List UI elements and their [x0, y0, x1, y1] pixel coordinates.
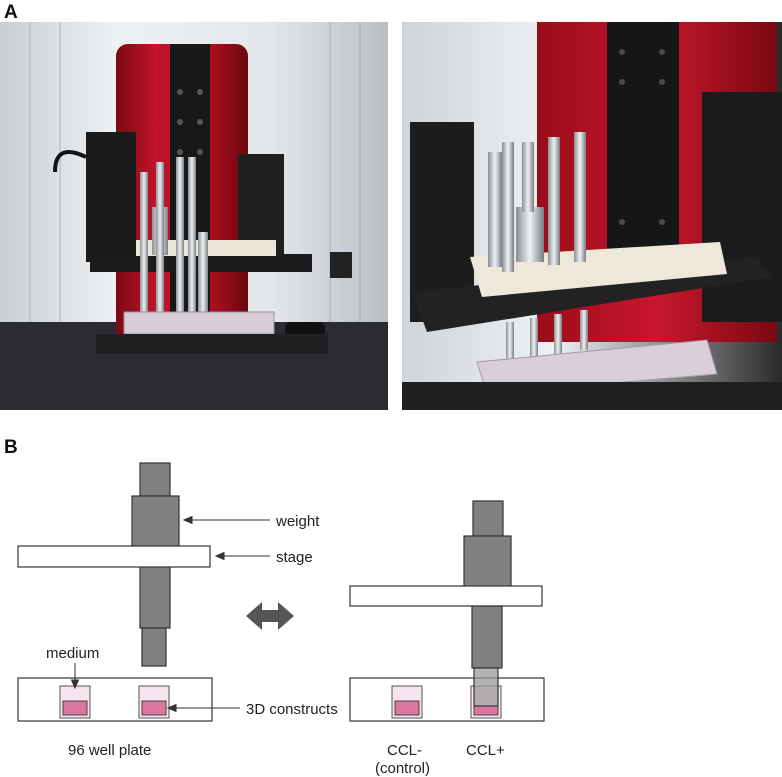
ccl-plus-label: CCL+: [466, 742, 505, 759]
piston-tip: [141, 627, 167, 667]
weight-label: weight: [275, 513, 320, 530]
stage-left: [17, 545, 211, 568]
stage-label: stage: [276, 549, 313, 566]
medium-label: medium: [46, 645, 99, 662]
piston-shaft: [139, 565, 171, 629]
well-plate-right: [349, 677, 545, 722]
control-label: (control): [375, 760, 430, 777]
piston-tip-right: [473, 667, 499, 707]
weight-block: [131, 495, 180, 551]
well-plate-left: [17, 677, 213, 722]
piston-top-right: [472, 500, 504, 537]
device-photo-front: [0, 22, 388, 410]
constructs-label: 3D constructs: [246, 701, 338, 718]
ccl-minus-label: CCL-: [387, 742, 422, 759]
weight-block-right: [463, 535, 512, 588]
compression-schematic: weight stage medium 3D constructs 96 wel…: [17, 462, 545, 777]
construct-compressed: [473, 705, 499, 716]
panel-b-label: B: [4, 437, 18, 458]
plate-label: 96 well plate: [68, 742, 151, 759]
stage-right: [349, 585, 543, 607]
switch-arrow: [246, 602, 294, 630]
piston-shaft-right: [471, 605, 503, 669]
device-photo-angled: [402, 22, 782, 410]
construct-left-2: [141, 700, 167, 716]
construct-control: [394, 700, 420, 716]
panel-a-label: A: [4, 2, 18, 23]
construct-left-1: [62, 700, 88, 716]
piston-top: [139, 462, 171, 497]
